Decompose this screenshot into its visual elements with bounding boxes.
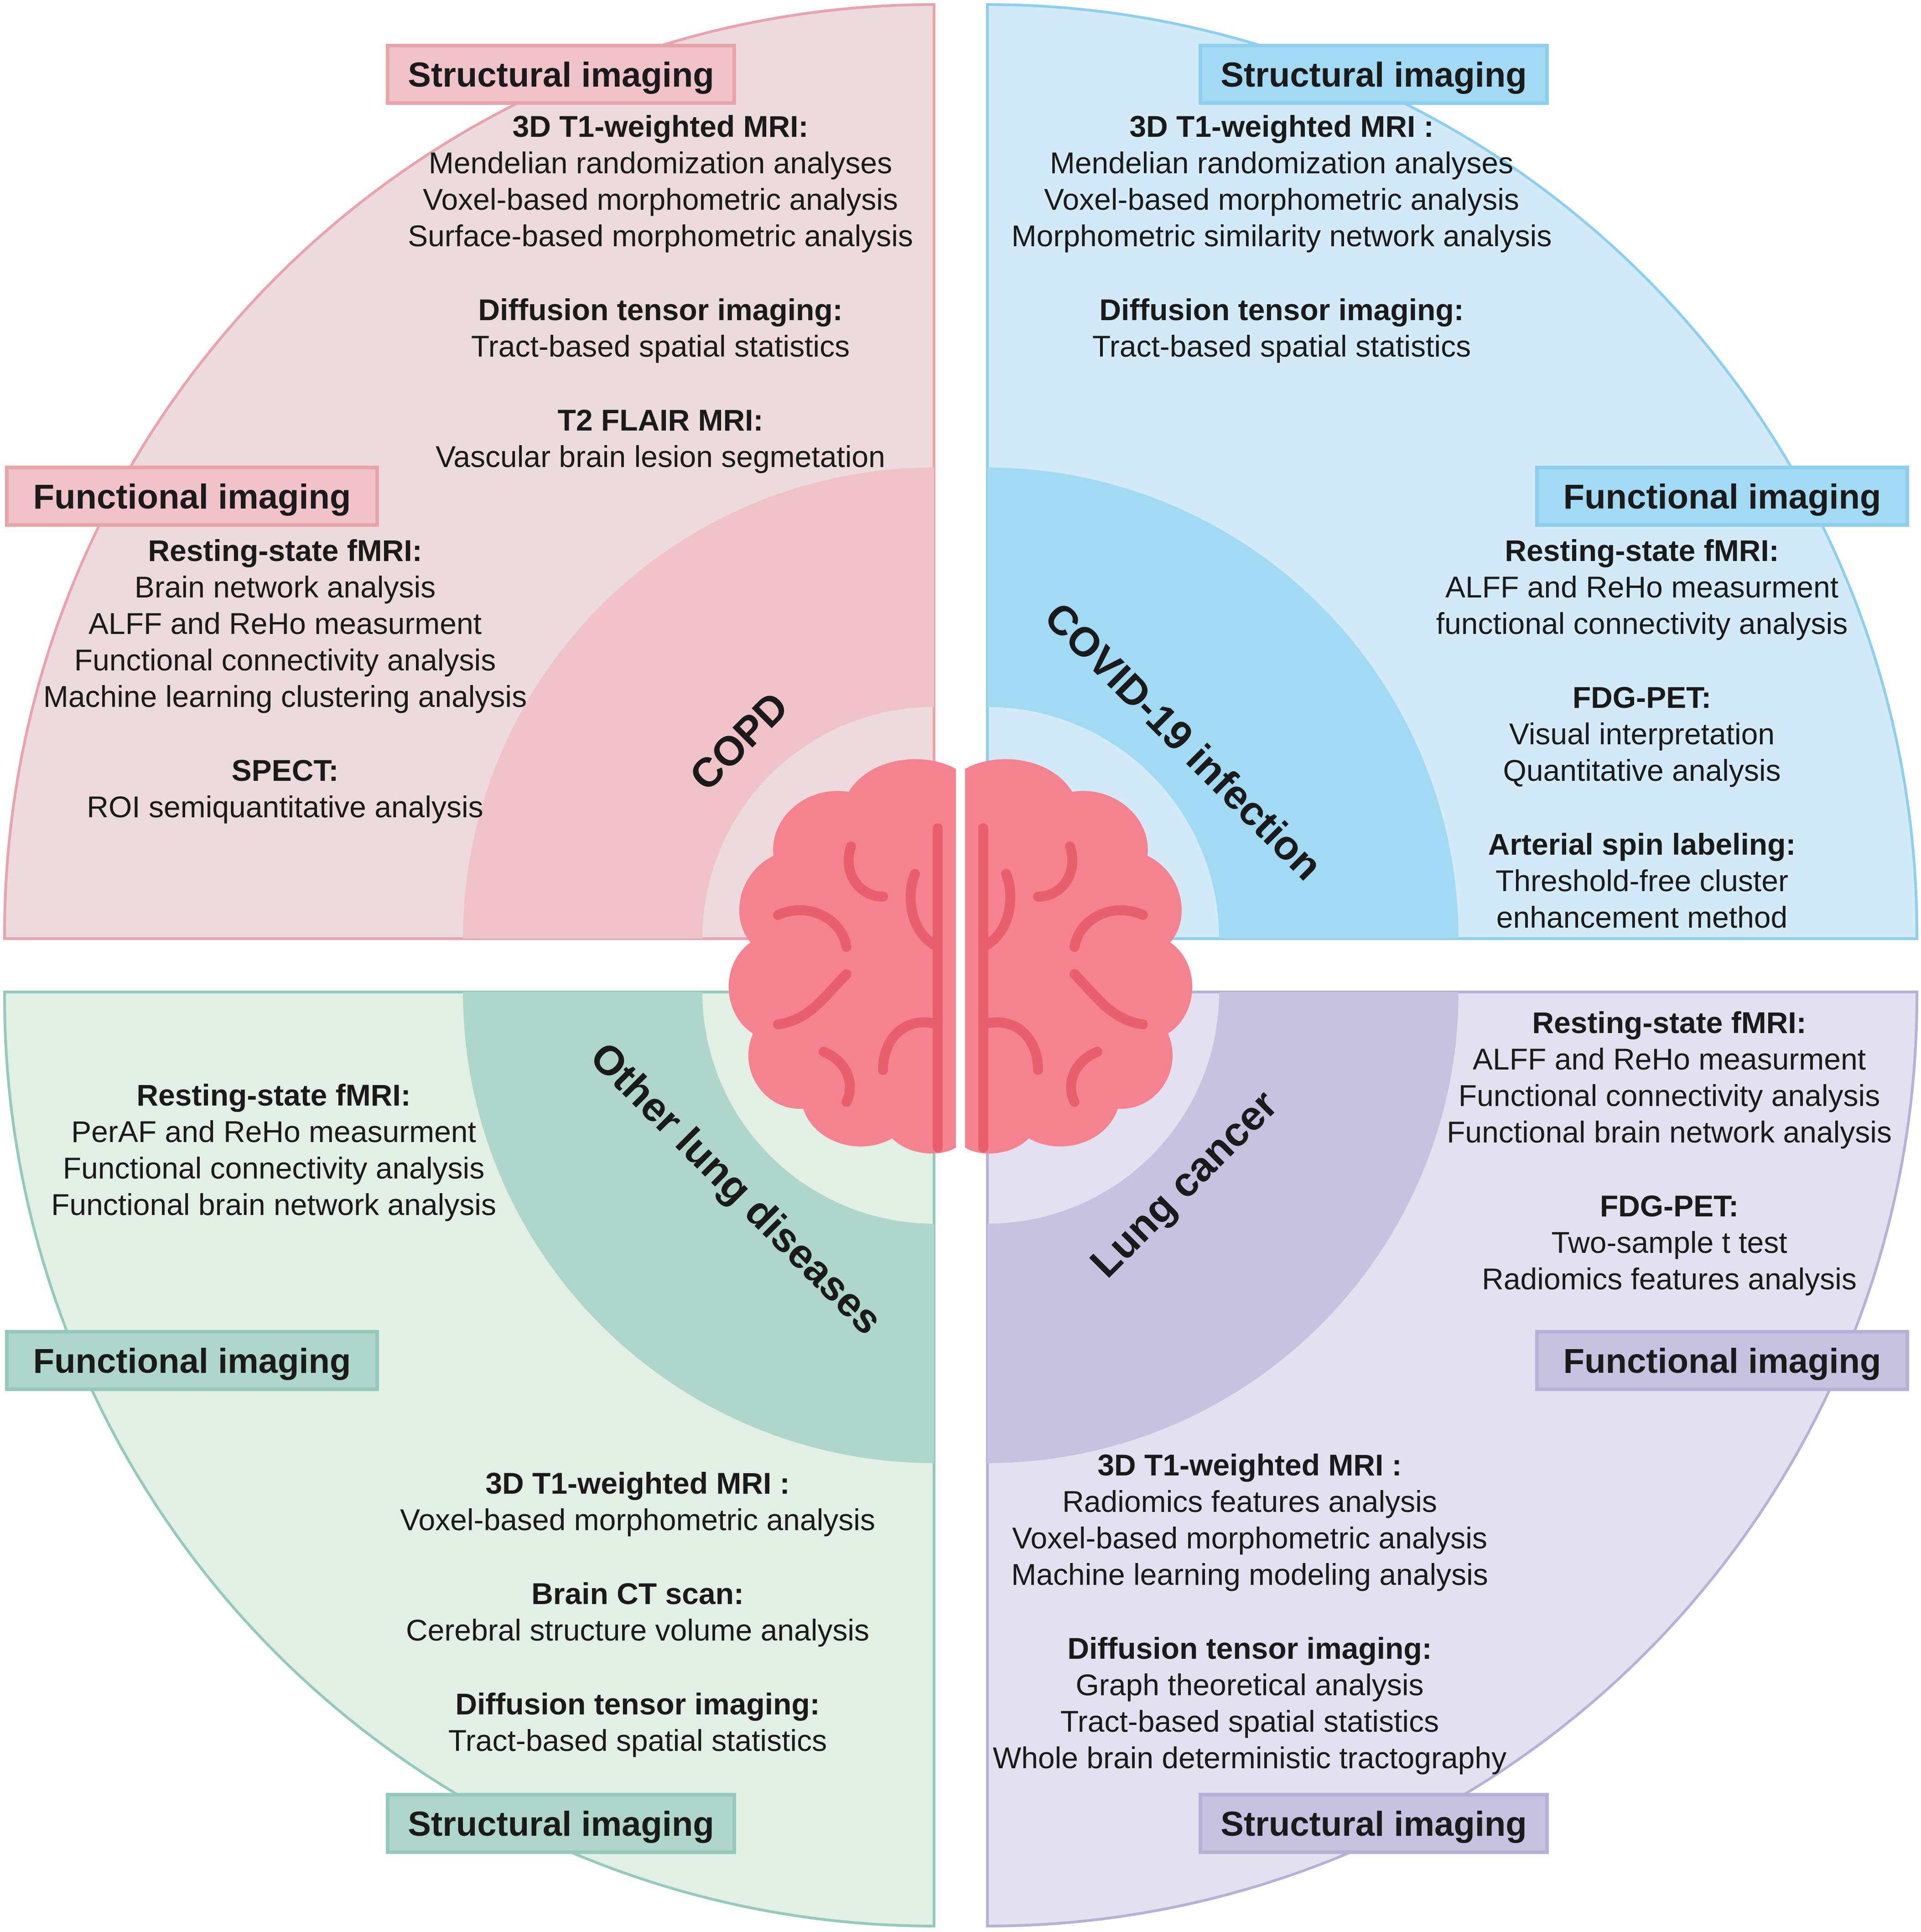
group-heading: Resting-state fMRI:: [148, 534, 422, 567]
group-heading: 3D T1-weighted MRI:: [512, 109, 808, 143]
covid-functional-label-text: Functional imaging: [1563, 478, 1881, 516]
other-quadrant: [3, 991, 935, 1928]
method-item: Machine learning modeling analysis: [1011, 1558, 1488, 1591]
method-item: Mendelian randomization analyses: [1050, 146, 1513, 180]
method-item: Tract-based spatial statistics: [471, 329, 850, 363]
group-heading: Brain CT scan:: [531, 1577, 744, 1610]
group-heading: Diffusion tensor imaging:: [478, 293, 842, 327]
method-item: ROI semiquantitative analysis: [87, 790, 483, 824]
group-heading: Resting-state fMRI:: [1505, 534, 1779, 567]
method-item: Threshold-free cluster: [1495, 864, 1788, 898]
method-item: Voxel-based morphometric analysis: [1044, 182, 1519, 216]
method-item: Voxel-based morphometric analysis: [1012, 1521, 1487, 1555]
group-heading: Arterial spin labeling:: [1488, 827, 1796, 861]
method-item: Tract-based spatial statistics: [448, 1724, 827, 1757]
other-inner-sector: [463, 992, 934, 1463]
method-item: Voxel-based morphometric analysis: [423, 182, 898, 216]
method-item: Functional connectivity analysis: [63, 1151, 484, 1185]
copd-functional-label-text: Functional imaging: [33, 478, 351, 516]
method-item: Mendelian randomization analyses: [429, 146, 892, 180]
group-heading: 3D T1-weighted MRI :: [1097, 1448, 1402, 1482]
covid-structural-label-text: Structural imaging: [1220, 56, 1526, 94]
brain-left-lobe: [728, 759, 956, 1154]
method-item: ALFF and ReHo measurment: [1445, 570, 1838, 604]
copd-functional-text: Resting-state fMRI: Brain network analys…: [43, 534, 527, 824]
lung-functional-label-text: Functional imaging: [1563, 1342, 1881, 1381]
method-item: Tract-based spatial statistics: [1092, 329, 1471, 363]
other-functional-label: Functional imaging: [5, 1330, 379, 1391]
group-heading: Diffusion tensor imaging:: [1067, 1631, 1432, 1665]
method-item: Functional brain network analysis: [1447, 1115, 1892, 1149]
method-item: Tract-based spatial statistics: [1060, 1704, 1439, 1738]
lung-quadrant: [986, 991, 1919, 1928]
lung-inner-sector: [987, 992, 1459, 1463]
method-item: Two-sample t test: [1551, 1226, 1787, 1259]
group-heading: 3D T1-weighted MRI :: [485, 1466, 789, 1500]
group-heading: T2 FLAIR MRI:: [558, 403, 763, 437]
method-item: Quantitative analysis: [1503, 753, 1781, 787]
copd-structural-text: 3D T1-weighted MRI: Mendelian randomizat…: [408, 109, 913, 473]
lung-structural-text: 3D T1-weighted MRI : Radiomics features …: [993, 1448, 1506, 1775]
method-item: Brain network analysis: [135, 570, 436, 604]
other-functional-text: Resting-state fMRI: PerAF and ReHo measu…: [51, 1078, 496, 1221]
other-structural-label: Structural imaging: [386, 1793, 736, 1854]
brain-folds: [773, 823, 1148, 1153]
lung-functional-text: Resting-state fMRI: ALFF and ReHo measur…: [1447, 1006, 1892, 1296]
method-item: functional connectivity analysis: [1436, 607, 1848, 640]
group-heading: Resting-state fMRI:: [1532, 1006, 1806, 1039]
copd-structural-label: Structural imaging: [386, 44, 736, 105]
method-item: ALFF and ReHo measurment: [88, 607, 482, 640]
method-item: Cerebral structure volume analysis: [406, 1613, 869, 1647]
group-heading: FDG-PET:: [1600, 1189, 1739, 1223]
copd-quadrant: [3, 3, 935, 940]
copd-structural-label-text: Structural imaging: [408, 56, 714, 94]
method-item: Functional connectivity analysis: [74, 643, 496, 677]
group-heading: SPECT:: [232, 753, 339, 787]
brain-right-lobe: [965, 759, 1193, 1154]
method-item: Voxel-based morphometric analysis: [400, 1503, 875, 1537]
method-item: enhancement method: [1496, 900, 1787, 934]
lung-structural-label-text: Structural imaging: [1220, 1805, 1526, 1844]
covid-structural-label: Structural imaging: [1199, 44, 1549, 105]
copd-functional-label: Functional imaging: [5, 466, 379, 527]
brain-icon: [728, 759, 1193, 1154]
other-structural-label-text: Structural imaging: [408, 1805, 714, 1844]
group-heading: FDG-PET:: [1573, 680, 1711, 714]
lung-functional-label: Functional imaging: [1535, 1330, 1909, 1391]
covid-functional-label: Functional imaging: [1535, 466, 1909, 527]
method-item: Visual interpretation: [1509, 717, 1775, 751]
group-heading: Resting-state fMRI:: [136, 1078, 410, 1112]
covid-structural-text: 3D T1-weighted MRI : Mendelian randomiza…: [1012, 109, 1552, 363]
method-item: Functional connectivity analysis: [1459, 1079, 1880, 1112]
covid-quadrant: [986, 3, 1919, 940]
method-item: Radiomics features analysis: [1482, 1262, 1857, 1296]
method-item: PerAF and ReHo measurment: [71, 1115, 476, 1148]
copd-inner-sector: [463, 467, 934, 939]
lung-structural-label: Structural imaging: [1199, 1793, 1549, 1854]
method-item: Machine learning clustering analysis: [43, 680, 527, 713]
method-item: Vascular brain lesion segmetation: [436, 440, 885, 473]
method-item: ALFF and ReHo measurment: [1473, 1042, 1866, 1076]
method-item: Morphometric similarity network analysis: [1012, 219, 1552, 253]
other-structural-text: 3D T1-weighted MRI : Voxel-based morphom…: [400, 1466, 875, 1757]
covid-functional-text: Resting-state fMRI: ALFF and ReHo measur…: [1436, 534, 1848, 934]
method-item: Radiomics features analysis: [1062, 1485, 1437, 1518]
other-functional-label-text: Functional imaging: [33, 1342, 351, 1381]
method-item: Whole brain deterministic tractography: [993, 1741, 1506, 1775]
method-item: Functional brain network analysis: [51, 1188, 496, 1221]
method-item: Graph theoretical analysis: [1075, 1668, 1423, 1702]
method-item: Surface-based morphometric analysis: [408, 219, 913, 253]
group-heading: Diffusion tensor imaging:: [1099, 293, 1464, 327]
covid-inner-sector: [987, 467, 1459, 939]
group-heading: 3D T1-weighted MRI :: [1129, 109, 1433, 143]
group-heading: Diffusion tensor imaging:: [455, 1687, 820, 1721]
